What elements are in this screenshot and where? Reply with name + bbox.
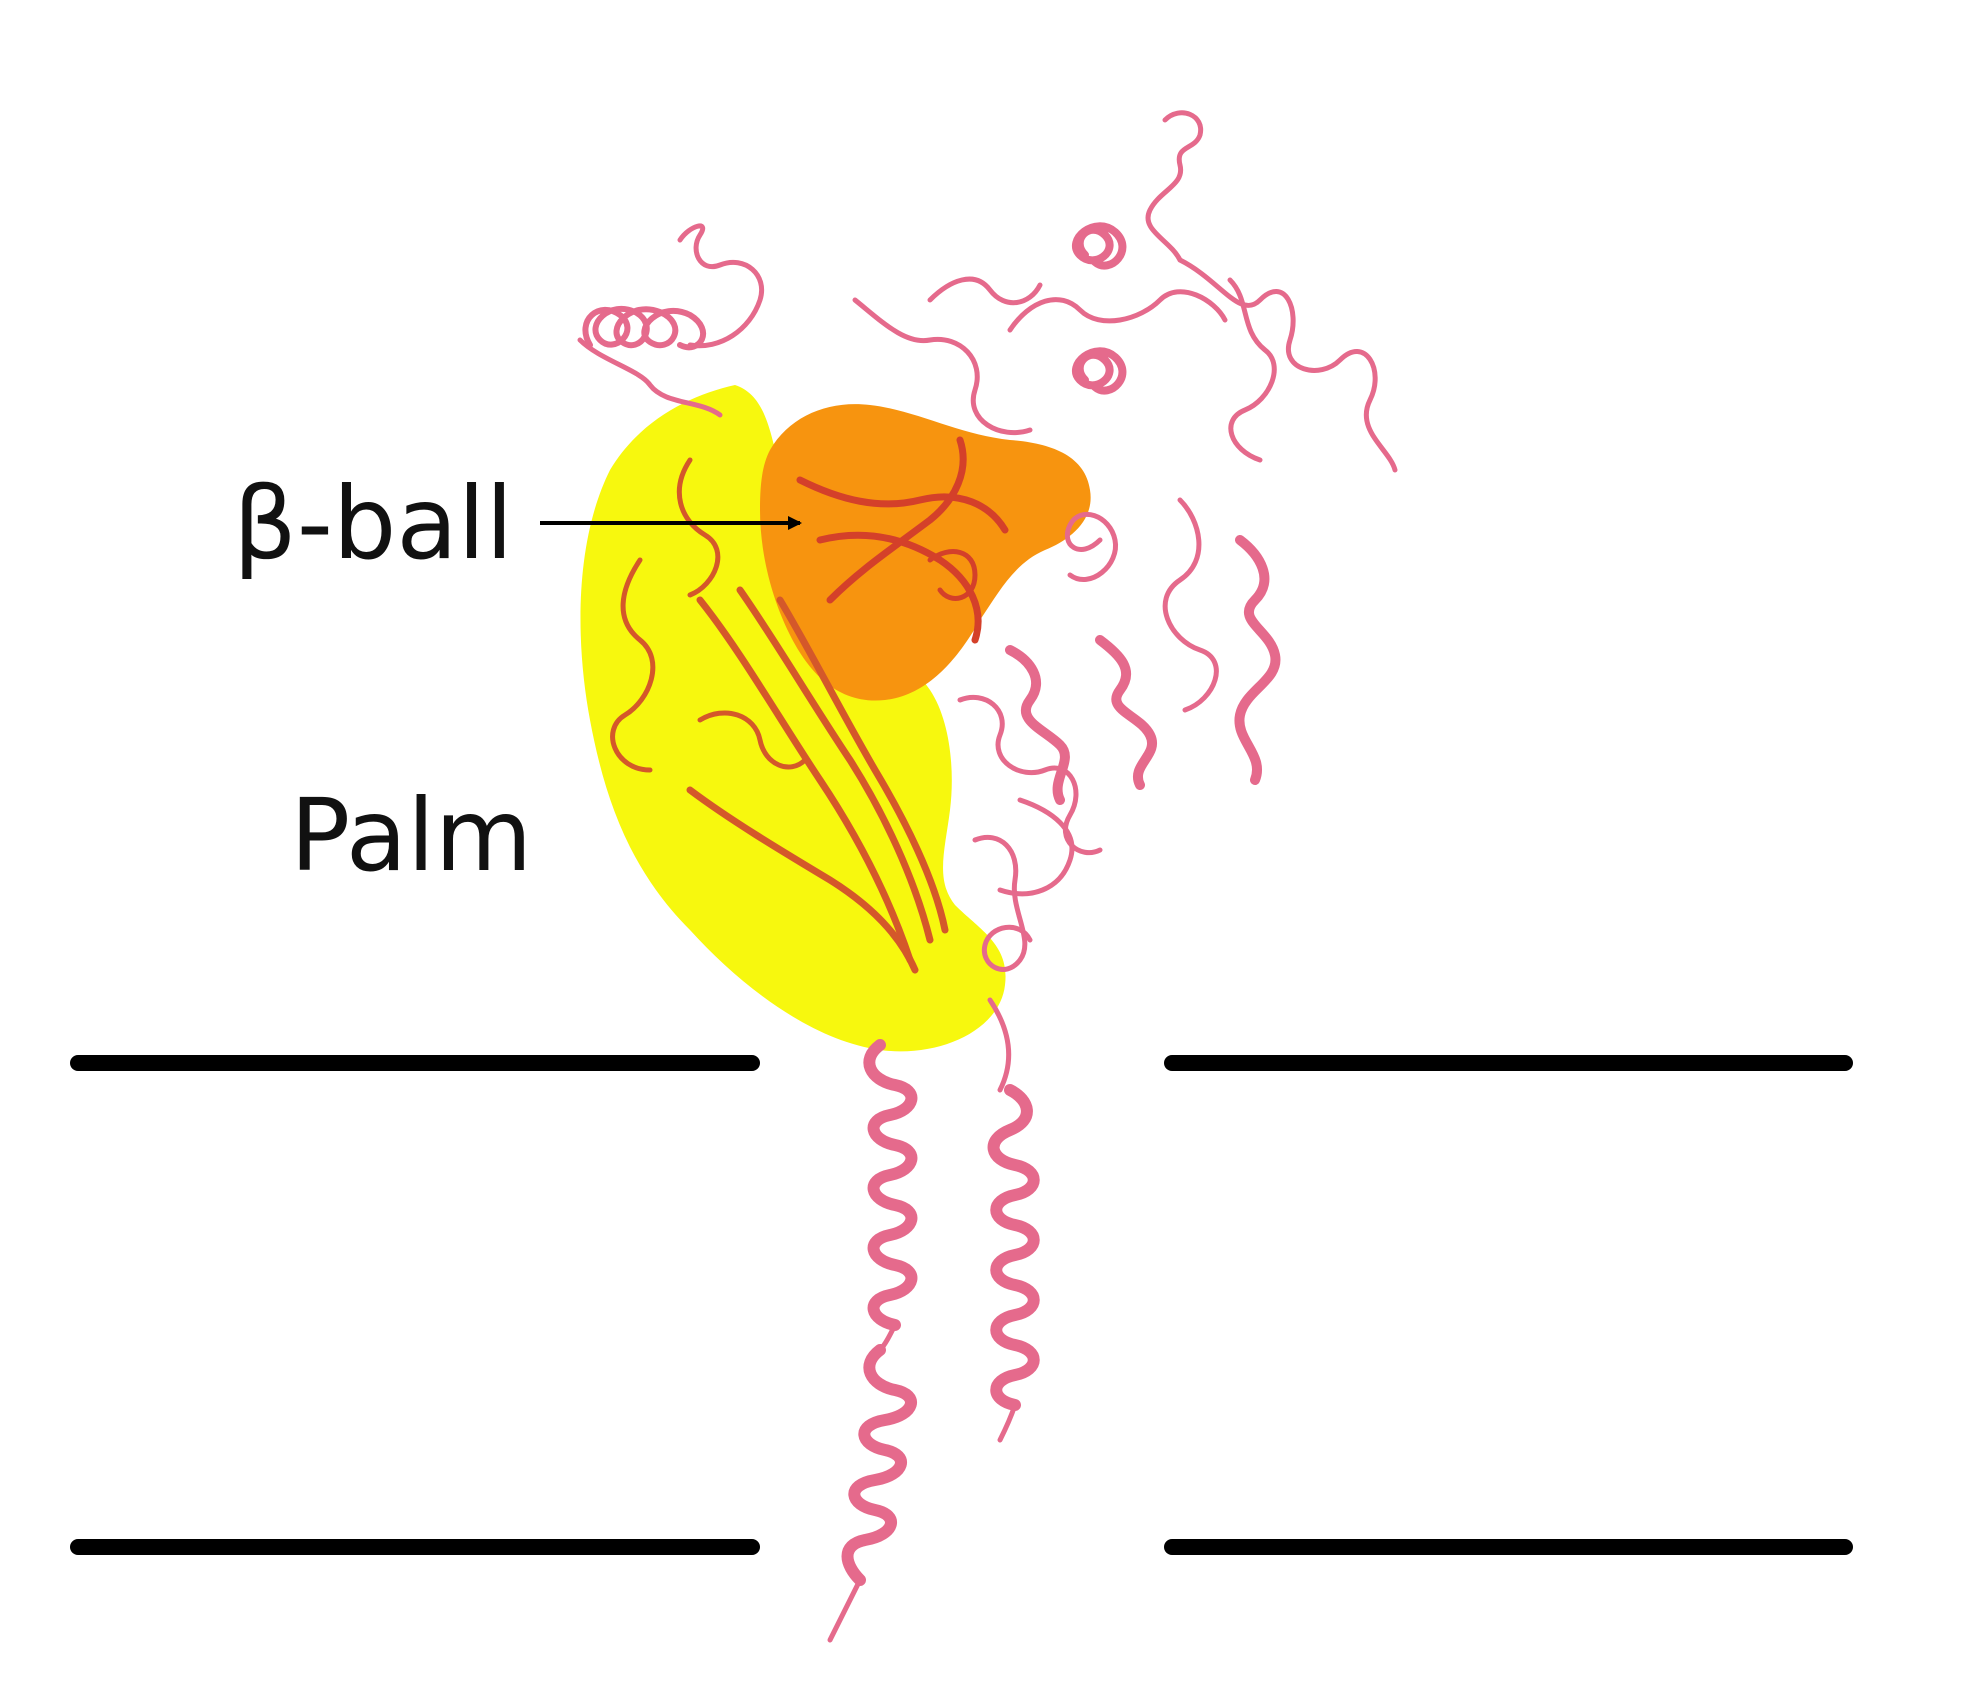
protein-ribbon	[577, 110, 1398, 1643]
membrane-lines	[70, 1055, 1853, 1555]
palm-region	[580, 385, 1006, 1052]
palm-label: Palm	[290, 777, 532, 894]
beta-ball-label: β-ball	[233, 465, 513, 582]
